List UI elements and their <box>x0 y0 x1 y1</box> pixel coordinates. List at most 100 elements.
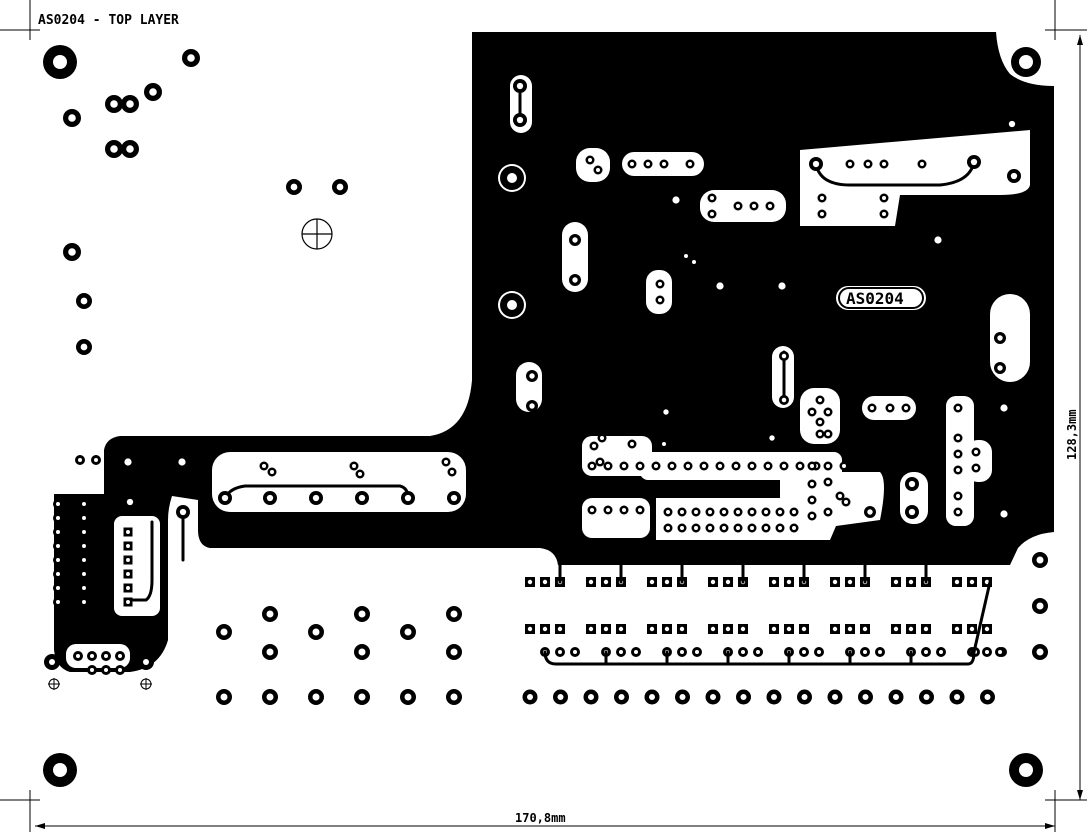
drill-hole <box>771 694 777 700</box>
drill-hole <box>126 558 130 562</box>
drill-hole <box>710 196 714 200</box>
drill-hole <box>266 693 274 701</box>
copper-pour <box>54 32 1054 672</box>
drill-hole <box>82 502 86 506</box>
drill-hole <box>80 343 88 351</box>
drill-hole <box>924 650 928 654</box>
drill-hole <box>527 579 533 585</box>
drill-hole <box>606 508 610 512</box>
drill-hole <box>94 458 98 462</box>
drill-hole <box>969 579 975 585</box>
drill-hole <box>832 626 838 632</box>
drill-hole <box>710 626 716 632</box>
drill-hole <box>847 579 853 585</box>
drill-hole <box>908 626 914 632</box>
drill-hole <box>718 464 722 468</box>
drill-hole <box>923 694 930 700</box>
drill-hole <box>752 204 756 208</box>
drill-hole <box>680 526 684 530</box>
drill-hole <box>82 530 86 534</box>
drill-hole <box>658 282 662 286</box>
drill-hole <box>764 526 768 530</box>
mounting-holes <box>43 45 1043 787</box>
drill-hole <box>956 436 960 440</box>
drill-hole <box>126 498 134 506</box>
drill-hole <box>126 600 130 604</box>
height-label: 128,3mm <box>1065 409 1079 460</box>
drill-hole <box>888 406 892 410</box>
drill-hole <box>1000 404 1008 412</box>
drill-hole <box>68 114 76 122</box>
drill-hole <box>573 650 577 654</box>
drill-hole <box>450 470 454 474</box>
drill-hole <box>450 693 458 701</box>
drill-hole <box>622 508 626 512</box>
drill-hole <box>606 464 610 468</box>
drill-hole <box>764 510 768 514</box>
drill-hole <box>741 650 745 654</box>
drill-hole <box>600 436 604 440</box>
drill-hole <box>778 510 782 514</box>
drill-hole <box>649 694 655 700</box>
drill-hole <box>450 494 458 502</box>
drill-hole <box>847 626 853 632</box>
width-dimension: 170,8mm <box>35 811 1055 829</box>
drill-hole <box>934 236 942 244</box>
silk-label-text: AS0204 <box>846 289 904 308</box>
drill-hole <box>221 494 229 502</box>
drill-hole <box>529 403 535 409</box>
drill-hole <box>634 650 638 654</box>
drill-hole <box>666 510 670 514</box>
drill-hole <box>56 530 60 534</box>
drill-hole <box>842 464 846 468</box>
drill-hole <box>810 482 814 486</box>
drill-hole <box>792 526 796 530</box>
drill-hole <box>893 626 899 632</box>
drill-hole <box>740 626 746 632</box>
drill-hole <box>826 432 830 436</box>
drill-hole <box>826 480 830 484</box>
drill-hole <box>818 398 822 402</box>
drill-hole <box>664 626 670 632</box>
drill-hole <box>516 82 524 90</box>
drill-hole <box>710 579 716 585</box>
drill-hole <box>143 659 149 665</box>
drill-hole <box>736 510 740 514</box>
drill-hole <box>954 579 960 585</box>
drill-hole <box>908 480 916 488</box>
drill-hole <box>756 650 760 654</box>
drill-hole <box>997 365 1003 371</box>
board-title: AS0204 - TOP LAYER <box>38 13 179 28</box>
drill-hole <box>630 162 634 166</box>
drill-hole <box>679 694 686 700</box>
drill-hole <box>725 579 731 585</box>
mounting-hole-icon <box>43 45 77 79</box>
drill-hole <box>220 628 228 636</box>
drill-hole <box>444 460 448 464</box>
drill-hole <box>118 668 122 672</box>
drill-hole <box>82 572 86 576</box>
mounting-hole-icon <box>43 753 77 787</box>
drill-hole <box>844 500 848 504</box>
drill-hole <box>750 526 754 530</box>
drill-hole <box>572 277 578 283</box>
drill-hole <box>590 464 594 468</box>
drill-hole <box>801 694 808 700</box>
mounting-hole-icon <box>498 164 526 192</box>
drill-hole <box>82 586 86 590</box>
drill-hole <box>78 458 82 462</box>
drill-hole <box>882 196 886 200</box>
drill-hole <box>110 145 118 153</box>
drill-hole <box>266 494 274 502</box>
drill-hole <box>692 260 696 264</box>
drill-hole <box>126 586 130 590</box>
drill-hole <box>266 648 274 656</box>
drill-hole <box>126 530 130 534</box>
drill-hole <box>792 510 796 514</box>
drill-hole <box>358 610 366 618</box>
drill-hole <box>80 297 88 305</box>
drill-hole <box>862 694 869 700</box>
drill-hole <box>688 162 692 166</box>
drill-hole <box>771 579 777 585</box>
